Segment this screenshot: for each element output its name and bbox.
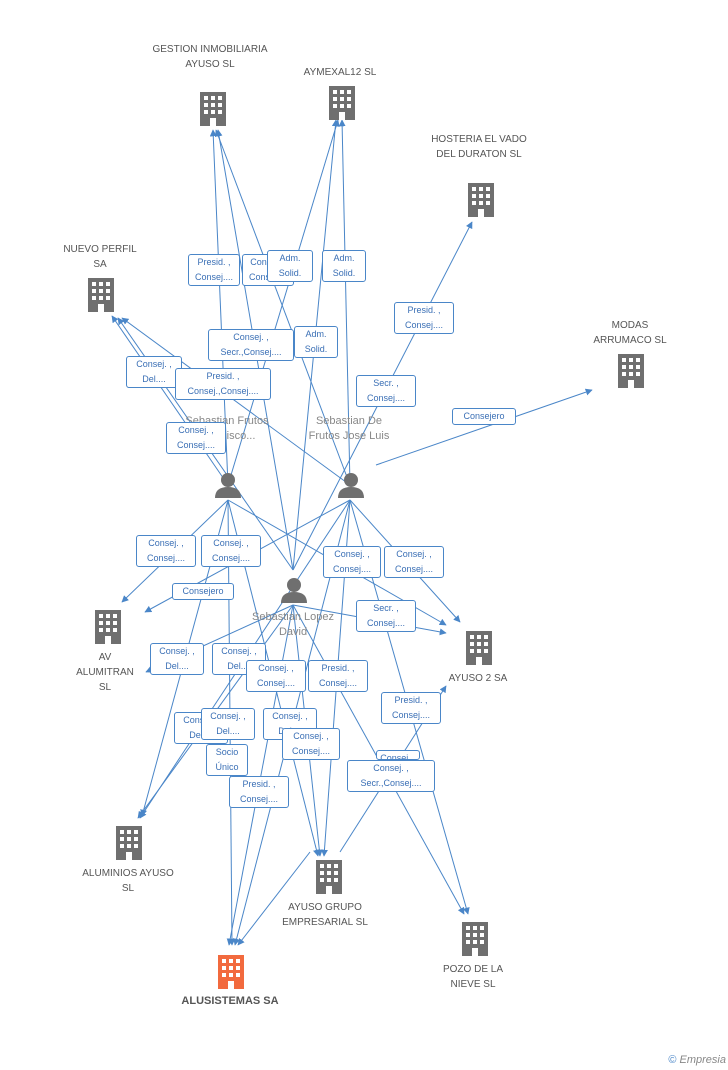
- company-label-gestion[interactable]: GESTION INMOBILIARIA AYUSO SL: [152, 44, 268, 70]
- edge-label: Socio Único: [206, 744, 248, 776]
- edge-label: Consej. , Del....: [126, 356, 182, 388]
- edge: [237, 851, 311, 946]
- edge-label: Consej. , Consej....: [136, 535, 196, 567]
- edge-label: Consej. , Del....: [150, 643, 204, 675]
- building-icon: [95, 610, 121, 644]
- building-icon-highlight: [218, 955, 244, 989]
- edge-label: Consejero: [172, 583, 234, 600]
- edge-label: Consej. , Consej....: [246, 660, 306, 692]
- building-icon: [329, 86, 355, 120]
- company-label-nuevo[interactable]: NUEVO PERFIL SA: [63, 244, 137, 270]
- building-icon: [316, 860, 342, 894]
- person-label-lopez[interactable]: Sebastian Lopez David: [252, 611, 334, 638]
- edge-label: Presid. , Consej....: [394, 302, 454, 334]
- edge-label: Consej. , Consej....: [376, 750, 420, 760]
- person-icon: [281, 578, 307, 603]
- building-icon: [618, 354, 644, 388]
- company-label-av[interactable]: AV ALUMITRAN SL: [76, 652, 134, 693]
- building-icon: [200, 92, 226, 126]
- edge-label: Consej. , Consej....: [166, 422, 226, 454]
- edge-label: Consej. , Consej....: [201, 535, 261, 567]
- brand-logo[interactable]: Empresia: [679, 1054, 726, 1066]
- person-icon: [215, 473, 241, 498]
- edge: [121, 317, 351, 486]
- footer: © Empresia: [668, 1054, 726, 1066]
- edges: [111, 119, 593, 946]
- edge-label: Consej. , Consej....: [384, 546, 444, 578]
- building-icon: [468, 183, 494, 217]
- company-label-ayuso2[interactable]: AYUSO 2 SA: [448, 673, 508, 684]
- edge: [338, 119, 351, 486]
- edge-label: Consej. , Consej....: [323, 546, 381, 578]
- edge-label: Consej. , Del....: [201, 708, 255, 740]
- edge-label: Consej. , Consej....: [282, 728, 340, 760]
- person-icon: [338, 473, 364, 498]
- building-icon: [116, 826, 142, 860]
- company-label-aluminios[interactable]: ALUMINIOS AYUSO SL: [82, 868, 174, 894]
- edge-label: Consej. , Secr.,Consej....: [208, 329, 294, 361]
- edge-label: Presid. , Consej....: [229, 776, 289, 808]
- edge-label: Consej. , Secr.,Consej....: [347, 760, 435, 792]
- edge-label: Presid. , Consej....: [188, 254, 240, 286]
- building-icon: [88, 278, 114, 312]
- edge-label: Consejero: [452, 408, 516, 425]
- copyright-icon: ©: [668, 1054, 677, 1066]
- company-label-alusistemas[interactable]: ALUSISTEMAS SA: [181, 995, 279, 1007]
- edge-label: Presid. , Consej.,Consej....: [175, 368, 271, 400]
- edge-label: Secr. , Consej....: [356, 375, 416, 407]
- company-label-modas[interactable]: MODAS ARRUMACO SL: [593, 320, 667, 346]
- building-icon: [462, 922, 488, 956]
- company-label-aymexal[interactable]: AYMEXAL12 SL: [303, 67, 377, 78]
- edge: [111, 315, 229, 486]
- building-icon: [466, 631, 492, 665]
- company-label-grupo[interactable]: AYUSO GRUPO EMPRESARIAL SL: [282, 902, 368, 928]
- edge-label: Presid. , Consej....: [308, 660, 368, 692]
- company-label-pozo[interactable]: POZO DE LA NIEVE SL: [442, 964, 503, 990]
- edge-label: Adm. Solid.: [267, 250, 313, 282]
- edge-label: Presid. , Consej....: [381, 692, 441, 724]
- edge-label: Secr. , Consej....: [356, 600, 416, 632]
- edge: [227, 119, 340, 486]
- edge-label: Adm. Solid.: [322, 250, 366, 282]
- company-label-hosteria[interactable]: HOSTERIA EL VADO DEL DURATON SL: [431, 134, 527, 160]
- edge: [214, 129, 351, 486]
- edge-label: Adm. Solid.: [294, 326, 338, 358]
- edge: [375, 388, 593, 466]
- person-label-frutos-jose[interactable]: Sebastian De Frutos Jose Luis: [308, 415, 390, 442]
